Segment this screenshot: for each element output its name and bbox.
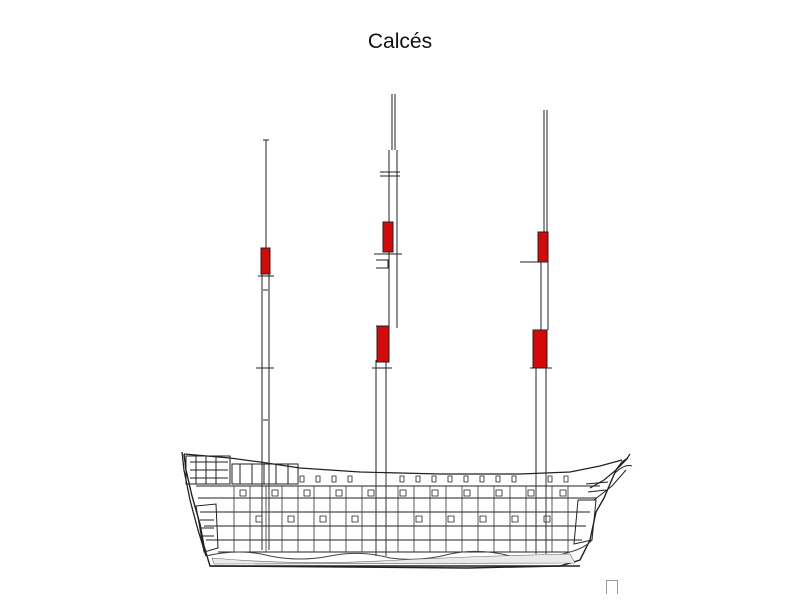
calces-main-topgallant bbox=[382, 221, 394, 253]
hull-frames bbox=[233, 486, 569, 552]
calces-highlights bbox=[260, 221, 549, 369]
calces-fore-top bbox=[532, 329, 548, 369]
calces-main-top bbox=[376, 325, 390, 363]
page-title: Calcés bbox=[367, 30, 433, 53]
gunports bbox=[239, 475, 569, 523]
corner-mark-icon bbox=[606, 580, 618, 594]
hull bbox=[183, 453, 629, 569]
bow bbox=[573, 453, 633, 545]
mizzen-mast bbox=[256, 139, 274, 550]
calces-fore-topgallant bbox=[537, 231, 549, 263]
main-mast bbox=[372, 94, 402, 556]
stern-castle bbox=[181, 451, 299, 557]
calces-mizzen-top bbox=[260, 247, 271, 275]
